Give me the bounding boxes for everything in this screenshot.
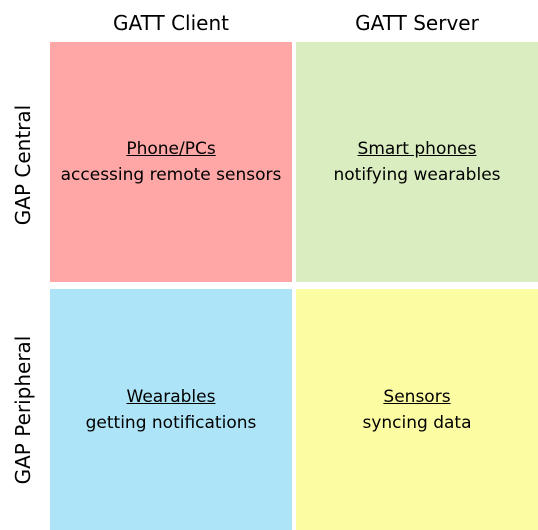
cell-description: notifying wearables — [333, 165, 501, 185]
column-header-gatt-server: GATT Server — [355, 11, 479, 35]
cell-central-client: Phone/PCs accessing remote sensors — [50, 42, 292, 282]
cell-title: Sensors — [383, 386, 451, 407]
cell-description: getting notifications — [85, 412, 257, 433]
cell-peripheral-client: Wearables getting notifications — [50, 289, 292, 530]
cell-title: Smart phones — [357, 139, 477, 159]
column-header-gatt-client: GATT Client — [113, 11, 229, 35]
cell-title: Phone/PCs — [126, 139, 216, 159]
cell-central-server: Smart phones notifying wearables — [296, 42, 538, 282]
cell-description: syncing data — [362, 412, 472, 433]
cell-title: Wearables — [126, 386, 216, 407]
row-header-gap-peripheral: GAP Peripheral — [11, 335, 35, 485]
cell-peripheral-server: Sensors syncing data — [296, 289, 538, 530]
cell-description: accessing remote sensors — [60, 165, 282, 185]
row-header-gap-central: GAP Central — [11, 104, 35, 226]
